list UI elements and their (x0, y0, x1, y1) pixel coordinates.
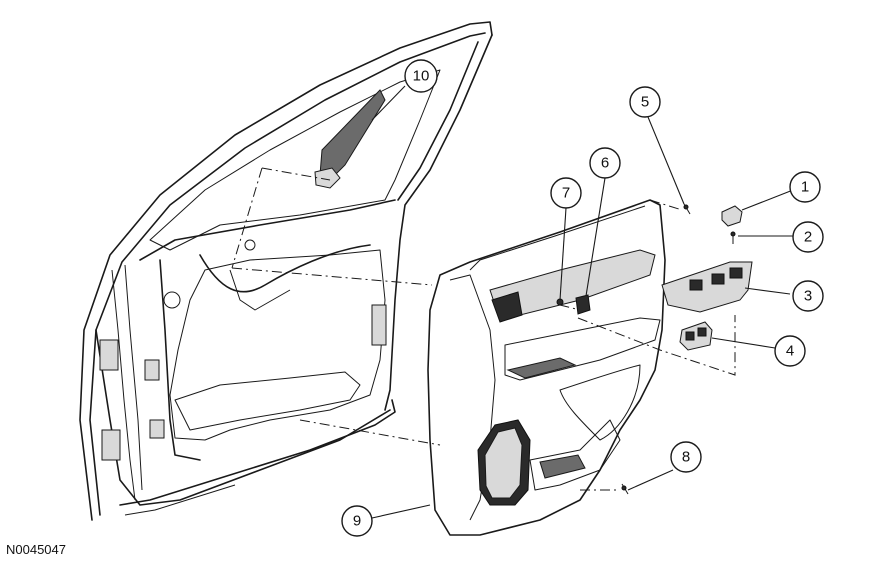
callout-9: 9 (341, 505, 373, 537)
callout-4: 4 (774, 335, 806, 367)
callout-3: 3 (792, 280, 824, 312)
callout-6-label: 6 (601, 155, 609, 172)
callout-2-label: 2 (804, 229, 812, 246)
callout-8: 8 (670, 441, 702, 473)
leader-lines (371, 85, 794, 519)
callout-7: 7 (550, 177, 582, 209)
callout-5: 5 (629, 86, 661, 118)
callout-1-label: 1 (801, 179, 809, 196)
callout-9-label: 9 (353, 513, 361, 530)
callout-6: 6 (589, 147, 621, 179)
callout-7-label: 7 (562, 185, 570, 202)
screw-8 (621, 483, 629, 495)
callout-10: 10 (404, 59, 438, 93)
callout-10-label: 10 (413, 68, 430, 85)
trim-plug-6 (575, 294, 591, 315)
callout-1: 1 (789, 171, 821, 203)
callout-8-label: 8 (682, 449, 690, 466)
switch-knob (721, 205, 743, 227)
callout-5-label: 5 (641, 94, 649, 111)
window-switch (679, 321, 713, 351)
screw-2 (730, 231, 736, 244)
callout-3-label: 3 (804, 288, 812, 305)
callout-2: 2 (792, 221, 824, 253)
window-switch-bezel (661, 261, 753, 313)
screw-5 (683, 203, 691, 215)
door-trim-panel (427, 199, 666, 536)
figure-reference-code: N0045047 (6, 542, 66, 557)
door-shell (79, 21, 493, 521)
callout-4-label: 4 (786, 343, 794, 360)
